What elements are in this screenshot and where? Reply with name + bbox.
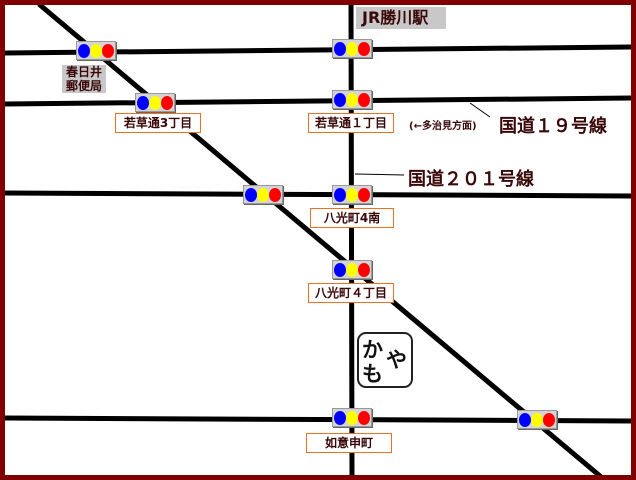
intersection-label: 八光町４丁目 [308, 283, 394, 303]
traffic-signal [135, 93, 175, 112]
traffic-signal [517, 410, 557, 429]
station-label: JR勝川駅 [356, 7, 446, 29]
traffic-signal [332, 185, 372, 204]
route201-leader [354, 173, 405, 176]
post-office-line1: 春日井 [65, 65, 102, 79]
road-route19 [5, 95, 631, 107]
traffic-signal [76, 41, 116, 60]
logo-char: も [362, 362, 383, 386]
post-office-label: 春日井 郵便局 [62, 65, 106, 93]
road-diagonal [37, 5, 603, 475]
shop-logo: か や も [357, 332, 413, 388]
logo-char: や [386, 348, 407, 372]
road-route201 [348, 5, 355, 475]
traffic-signal [332, 408, 372, 427]
route201-label: 国道２０１号線 [408, 169, 534, 190]
logo-char: か [362, 338, 383, 362]
intersection-label: 若草通１丁目 [308, 113, 394, 133]
road-h3 [5, 190, 631, 199]
intersection-label: 八光町4南 [310, 208, 394, 228]
traffic-signal [332, 90, 372, 109]
route19-label: 国道１９号線 [499, 116, 607, 137]
traffic-signal [243, 185, 283, 204]
route19-direction: (←多治見方面) [409, 121, 477, 132]
intersection-label: 如意申町 [306, 433, 392, 453]
route19-leader [469, 102, 491, 118]
intersection-label: 若草通3丁目 [115, 113, 201, 133]
traffic-signal [332, 39, 372, 58]
post-office-line2: 郵便局 [65, 79, 102, 93]
traffic-signal [332, 260, 372, 279]
